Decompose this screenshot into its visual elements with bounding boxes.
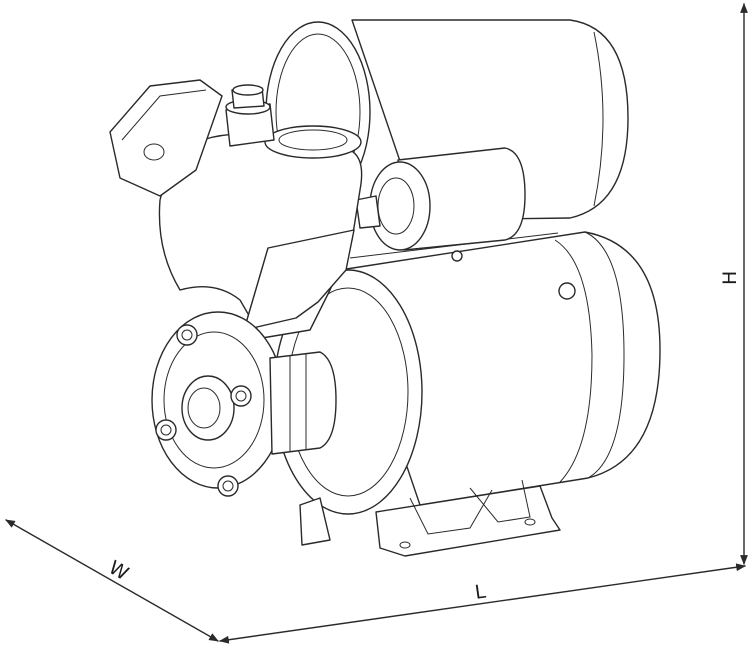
motor-body [273, 231, 661, 515]
motor-base [299, 479, 561, 557]
bolt-heads [155, 324, 252, 497]
length-dimension-label: L [474, 581, 488, 604]
width-dimension-label: W [105, 556, 132, 585]
pump-head [109, 79, 363, 497]
dimension-lines [5, 3, 748, 644]
connecting-pipe [355, 147, 526, 251]
height-dimension-label: H [719, 271, 741, 285]
